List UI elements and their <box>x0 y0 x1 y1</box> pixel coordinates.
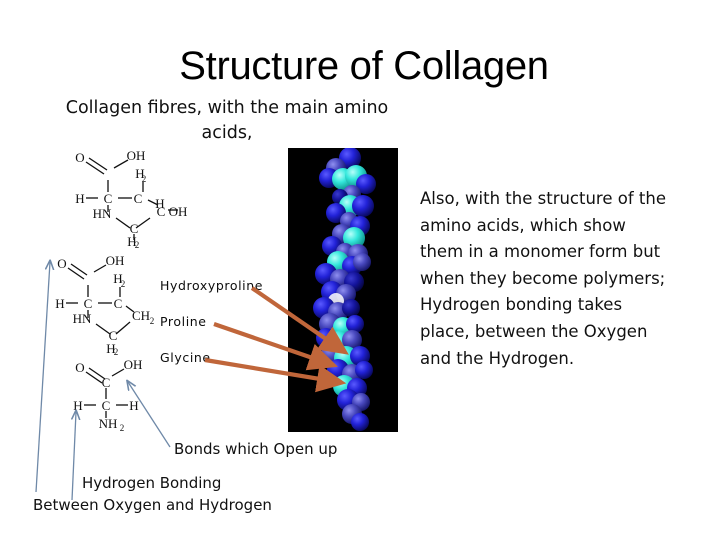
svg-text:OH: OH <box>106 253 125 268</box>
svg-text:C: C <box>130 221 139 236</box>
callout-hydrogen-bonding-line2: Between Oxygen and Hydrogen <box>33 496 272 514</box>
svg-text:C: C <box>114 296 123 311</box>
svg-text:H: H <box>155 196 164 211</box>
svg-text:C: C <box>104 191 113 206</box>
callout-bonds-open-up: Bonds which Open up <box>174 440 338 458</box>
svg-text:C: C <box>134 191 143 206</box>
hydroxyproline-structure: O OH H C H 2 C H C OH HN C H 2 <box>58 148 208 250</box>
svg-text:2: 2 <box>121 279 126 289</box>
proline-structure: O OH H C H 2 C CH 2 HN C H 2 <box>30 252 180 357</box>
svg-text:NH: NH <box>99 416 118 431</box>
label-hydroxyproline: Hydroxyproline <box>160 278 264 293</box>
svg-text:H: H <box>129 398 138 413</box>
svg-text:H: H <box>75 191 84 206</box>
svg-text:OH: OH <box>127 148 146 163</box>
svg-text:2: 2 <box>135 240 140 250</box>
svg-text:O: O <box>75 150 84 165</box>
svg-text:OH: OH <box>169 204 188 219</box>
svg-text:2: 2 <box>150 316 155 326</box>
svg-text:2: 2 <box>120 423 125 433</box>
svg-text:O: O <box>57 256 66 271</box>
svg-text:C: C <box>84 296 93 311</box>
callout-hydrogen-bonding-line1: Hydrogen Bonding <box>82 474 222 492</box>
svg-text:H: H <box>55 296 64 311</box>
svg-text:2: 2 <box>142 174 147 184</box>
svg-text:C: C <box>109 328 118 343</box>
svg-text:H: H <box>113 271 122 286</box>
label-proline: Proline <box>160 314 207 329</box>
svg-text:H: H <box>73 398 82 413</box>
page-title: Structure of Collagen <box>179 44 549 88</box>
svg-text:HN: HN <box>73 311 92 326</box>
svg-text:OH: OH <box>124 357 143 372</box>
svg-text:C: C <box>102 375 111 390</box>
svg-text:H: H <box>127 234 136 249</box>
svg-text:C: C <box>157 204 166 219</box>
label-glycine: Glycine <box>160 350 211 365</box>
svg-text:O: O <box>75 360 84 375</box>
svg-text:CH: CH <box>132 308 150 323</box>
description-paragraph: Also, with the structure of the amino ac… <box>420 189 666 368</box>
glycine-structure: O OH C H C H NH 2 <box>58 357 188 433</box>
svg-text:H: H <box>106 341 115 356</box>
svg-text:2: 2 <box>114 347 119 357</box>
svg-text:HN: HN <box>93 206 112 221</box>
svg-text:H: H <box>135 166 144 181</box>
subtitle-text: Collagen fibres, with the main amino aci… <box>65 98 389 143</box>
svg-text:C: C <box>102 398 111 413</box>
collagen-helix-image <box>288 148 398 432</box>
